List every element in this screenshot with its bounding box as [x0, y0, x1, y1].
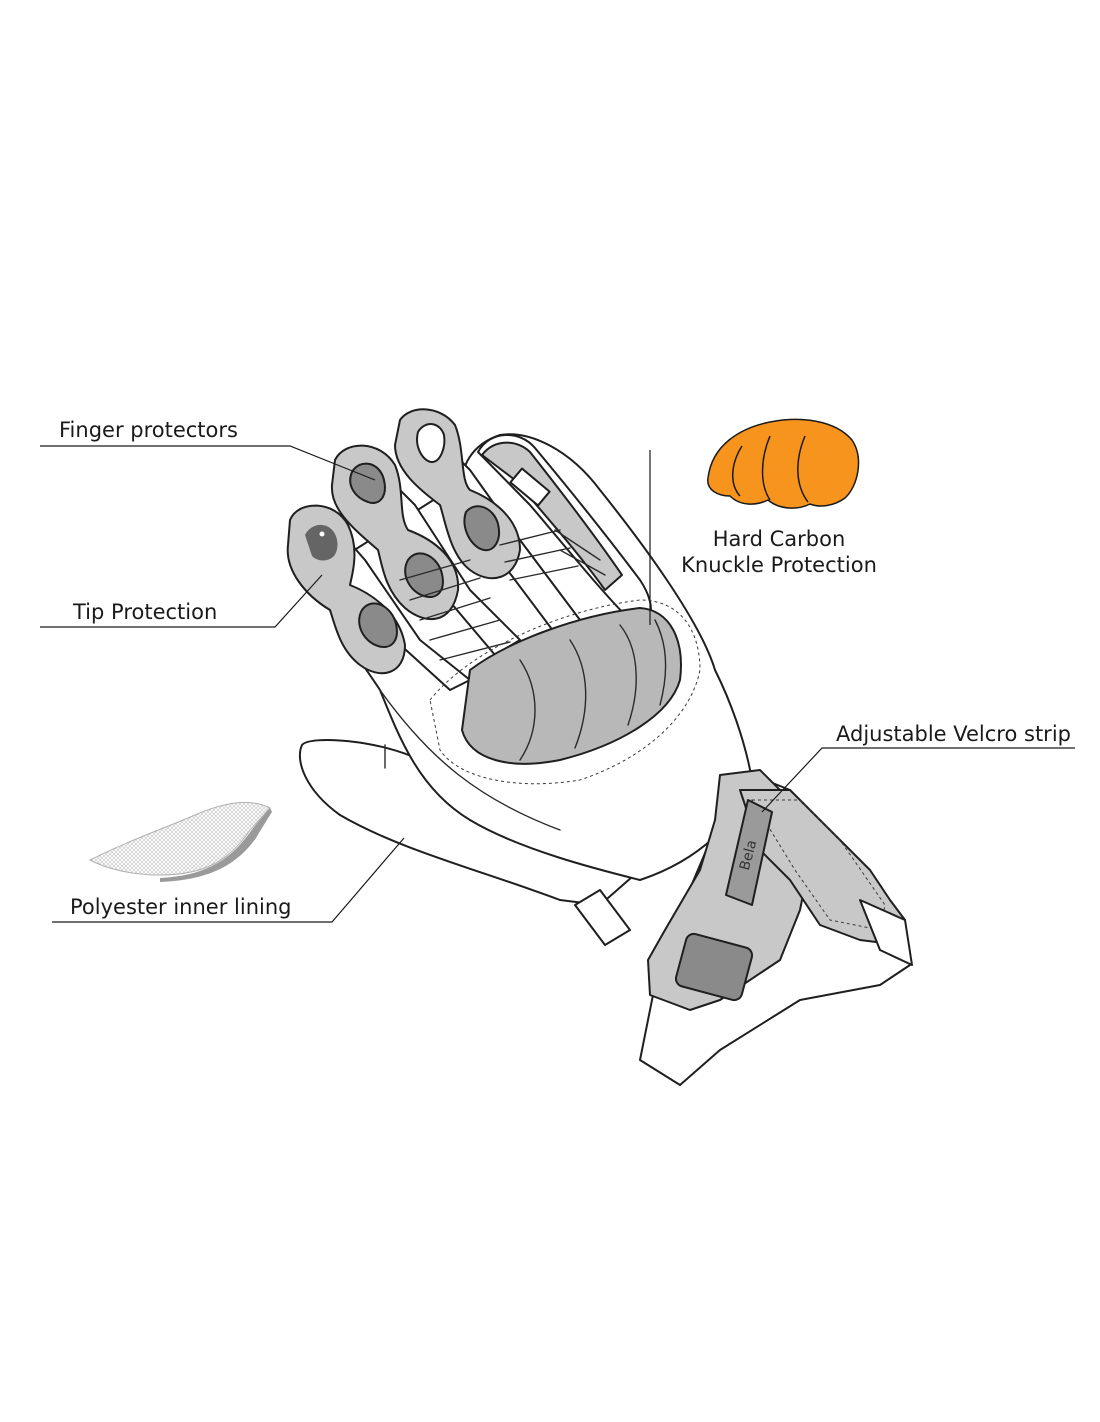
- finger-protector-1: [394, 408, 521, 580]
- index-vent: [509, 467, 551, 507]
- bear-logo-icon: [305, 524, 338, 561]
- leader-lines: [40, 445, 1075, 923]
- brand-mark: Bela: [737, 838, 760, 872]
- carbon-knuckle-icon: [707, 418, 860, 509]
- finger-protector-3: [286, 504, 406, 675]
- label-knuckle-line-1: Hard Carbon: [713, 527, 846, 551]
- mesh-lining-icon: [88, 801, 272, 882]
- knuckle-protector: [461, 607, 682, 765]
- label-polyester-lining: Polyester inner lining: [70, 895, 291, 919]
- knuckle-stripes: [399, 529, 606, 661]
- label-knuckle-line-2: Knuckle Protection: [681, 553, 877, 577]
- brand-strip: [725, 799, 773, 906]
- glove-illustration: Bela: [286, 408, 913, 1086]
- label-tip-protection: Tip Protection: [72, 600, 217, 624]
- labels: Finger protectors Tip Protection Hard Ca…: [59, 418, 1071, 919]
- cuff-tab: [674, 932, 754, 1002]
- label-velcro-strip: Adjustable Velcro strip: [836, 722, 1071, 746]
- thumb-strap: [574, 889, 631, 946]
- label-finger-protectors: Finger protectors: [59, 418, 238, 442]
